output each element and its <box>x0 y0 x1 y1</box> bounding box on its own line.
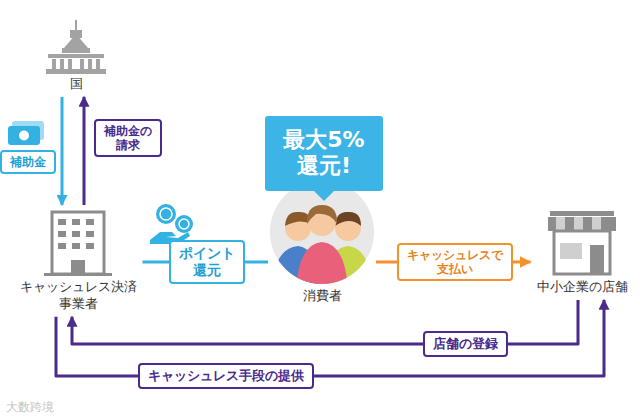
node-label: 国 <box>70 76 83 93</box>
callout-box: 最大5%還元! <box>265 116 382 191</box>
company-building-icon <box>44 212 112 276</box>
node-label: 消費者 <box>303 288 342 305</box>
edge-label: 補助金 <box>0 150 56 174</box>
money-icon <box>8 121 44 145</box>
edge-label: ポイント 還元 <box>169 240 245 284</box>
consumer-node: 消費者 <box>268 176 376 309</box>
government-node: 国 <box>40 18 112 97</box>
connector <box>61 97 64 205</box>
watermark: 大数跨境 <box>6 399 54 416</box>
point-coin-icon <box>150 204 193 244</box>
payment-company-node: キャッシュレス決済 事業者 <box>14 205 143 317</box>
connector <box>83 97 86 205</box>
edge-label: 店舗の登録 <box>423 331 508 357</box>
edge-label: キャッシュレスで 支払い <box>397 243 513 282</box>
node-label: 最大5%還元! <box>283 127 364 180</box>
edge-label: 補助金の 請求 <box>94 119 162 158</box>
government-icon <box>46 20 106 74</box>
shop-icon <box>548 211 616 274</box>
node-label: キャッシュレス決済 事業者 <box>20 279 137 313</box>
shop-node: 中小企業の店舗 <box>531 205 634 300</box>
edge-label: キャッシュレス手段の提供 <box>138 363 314 389</box>
node-label: 中小企業の店舗 <box>537 279 628 296</box>
